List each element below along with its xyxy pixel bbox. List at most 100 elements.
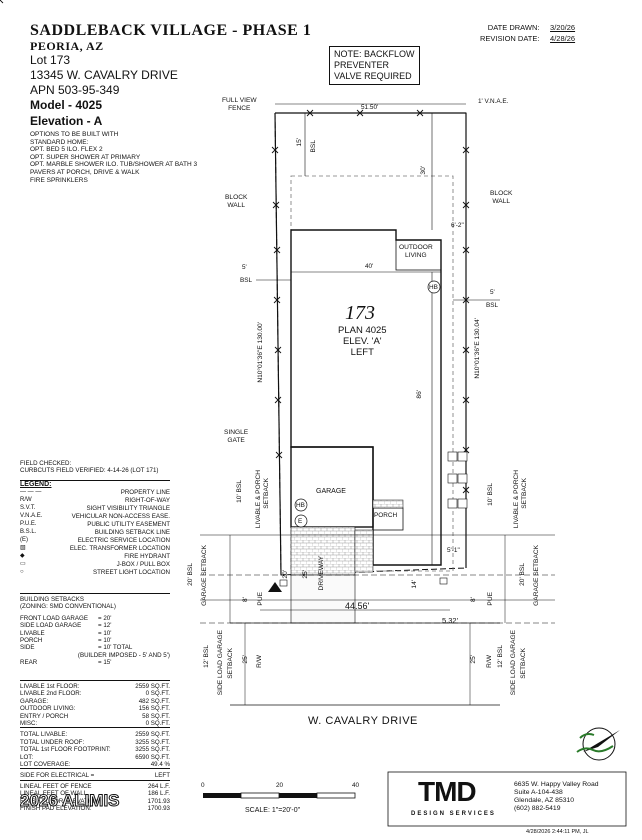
bsl-10-right: 10' BSL xyxy=(487,483,494,506)
dates-block: DATE DRAWN: 3/20/26 REVISION DATE: 4/28/… xyxy=(480,22,584,44)
setbacks-panel: BUILDING SETBACKS (ZONING: SMD CONVENTIO… xyxy=(20,593,170,667)
option-line: STANDARD HOME: xyxy=(30,138,89,146)
electric-service-icon: E xyxy=(298,518,303,525)
setback-row: FRONT LOAD GARAGE= 20' xyxy=(20,614,112,622)
right-side-5: 5' xyxy=(490,289,495,296)
dim-14: 14' xyxy=(411,580,418,589)
area-row: TOTAL LIVABLE:2559 SQ.FT. xyxy=(20,731,170,739)
dim-86: 86' xyxy=(416,390,423,399)
area-row: LOT COVERAGE:49.4 % xyxy=(20,761,170,769)
area-row: LIVABLE 2nd FLOOR:0 SQ.FT. xyxy=(20,690,170,698)
livable-porch-setback-right: LIVABLE & PORCH xyxy=(513,470,520,529)
company-subtitle: DESIGN SERVICES xyxy=(411,811,496,817)
bsl-12-left: 12' BSL xyxy=(203,645,210,668)
legend-item: ▧ELEC. TRANSFORMER LOCATION xyxy=(20,544,170,552)
garage-setback-right: GARAGE SETBACK xyxy=(533,545,540,606)
setbacks-zoning: (ZONING: SMD CONVENTIONAL) xyxy=(20,603,116,611)
porch-label: PORCH xyxy=(374,512,398,519)
bsl-10-left: 10' BSL xyxy=(236,480,243,503)
setback-row: (BUILDER IMPOSED - 5' AND 5') xyxy=(77,651,170,659)
option-line: PAVERS AT PORCH, DRIVE & WALK xyxy=(30,168,140,176)
legend-item: S.V.T.SIGHT VISIBILITY TRIANGLE xyxy=(20,504,170,512)
left-side-bsl: BSL xyxy=(240,277,253,284)
area-row: FINISH PAD ELEVATION:1700.93 xyxy=(20,805,170,813)
rear-setback-dim: 15' xyxy=(296,138,303,147)
bsl-12-right: 12' BSL xyxy=(497,645,504,668)
legend-item: B.S.L.BUILDING SETBACK LINE xyxy=(20,528,170,536)
setback-row: LIVABLE= 10' xyxy=(20,629,112,637)
dim-5-1: 5'-1" xyxy=(447,547,460,554)
field-checked: FIELD CHECKED: CURBCUTS FIELD VERIFIED: … xyxy=(20,460,159,475)
pue-right: PUE xyxy=(487,592,494,606)
bsl-20-right: 20' BSL xyxy=(519,563,526,586)
dim-6-2: 6'-2" xyxy=(451,222,464,229)
area-row: LIVABLE 1st FLOOR:2559 SQ.FT. xyxy=(20,683,170,690)
setback-word-left: SETBACK xyxy=(263,478,270,509)
dim-40: 40' xyxy=(365,263,374,270)
option-line: OPTIONS TO BE BUILT WITH xyxy=(30,131,119,138)
option-line: FIRE SPRINKLERS xyxy=(30,176,88,184)
rw-left: R/W xyxy=(256,655,263,668)
area-row: FINISH FLOOR ELEVATION:1701.93 xyxy=(20,797,170,805)
setback-word-lower-left: SETBACK xyxy=(227,648,234,679)
dim-25-right: 25' xyxy=(470,655,477,664)
lot-number: Lot 173 xyxy=(30,53,71,67)
area-row: OUTDOOR LIVING:156 SQ.FT. xyxy=(20,705,170,713)
scale-bar xyxy=(203,792,356,799)
right-bearing: N10°01'36"E 130.04' xyxy=(474,318,481,379)
scale-tick: 20 xyxy=(276,782,284,789)
legend-item: ◆FIRE HYDRANT xyxy=(20,552,170,560)
hose-bib-label: HB xyxy=(429,284,438,291)
legend-item: ○STREET LIGHT LOCATION xyxy=(20,568,170,576)
street-name: W. CAVALRY DRIVE xyxy=(308,715,418,727)
setbacks-title: BUILDING SETBACKS xyxy=(20,596,84,603)
backflow-note: NOTE: BACKFLOW PREVENTER VALVE REQUIRED xyxy=(329,46,420,85)
revision-date-value: 4/28/26 xyxy=(550,34,576,43)
area-row: TOTAL UNDER ROOF:3255 SQ.FT. xyxy=(20,738,170,746)
options-list: OPTIONS TO BE BUILT WITH STANDARD HOME: … xyxy=(30,131,197,184)
rear-bsl-label: BSL xyxy=(310,140,317,153)
option-line: OPT. MARBLE SHOWER ILO. TUB/SHOWER AT BA… xyxy=(30,161,198,169)
legend-item: P.U.E.PUBLIC UTILITY EASEMENT xyxy=(20,520,170,528)
scale-label: SCALE: 1"=20'-0" xyxy=(245,807,301,814)
dim-25: 25' xyxy=(302,570,309,579)
area-row: MISC:0 SQ.FT. xyxy=(20,720,170,728)
dim-5-32: 5.32' xyxy=(442,616,459,625)
electrical-row: SIDE FOR ELECTRICAL =LEFT xyxy=(20,772,170,780)
area-row: GARAGE:482 SQ.FT. xyxy=(20,697,170,705)
setback-row: REAR= 15' xyxy=(20,659,112,667)
model: Model - 4025 xyxy=(30,98,103,112)
side-load-setback-left: SIDE LOAD GARAGE xyxy=(217,630,224,696)
site-address: 13345 W. CAVALRY DRIVE xyxy=(30,68,178,82)
area-row: TOTAL 1st FLOOR FOOTPRINT:3255 SQ.FT. xyxy=(20,746,170,754)
top-width-dim: 51.50' xyxy=(361,104,379,111)
livable-porch-setback-left: LIVABLE & PORCH xyxy=(255,470,262,529)
overlay-text: 2026 ALIMIS xyxy=(20,791,121,811)
legend-item: ▭J-BOX / PULL BOX xyxy=(20,560,170,568)
driveway-label: DRIVEWAY xyxy=(318,556,325,591)
side-load-setback-right: SIDE LOAD GARAGE xyxy=(510,630,517,696)
city: PEORIA, AZ xyxy=(30,39,104,53)
left-bearing: N10°01'36"E 130.00' xyxy=(257,322,264,383)
company-logo: TMD xyxy=(418,776,477,807)
dim-25-left: 25' xyxy=(242,655,249,664)
legend-title: LEGEND: xyxy=(20,481,52,488)
north-arrow-icon xyxy=(576,727,620,761)
rw-right: R/W xyxy=(486,655,493,668)
legend-item: (E)ELECTRIC SERVICE LOCATION xyxy=(20,536,170,544)
vnae-label: 1' V.N.A.E. xyxy=(478,98,509,105)
right-side-bsl: BSL xyxy=(486,302,499,309)
area-row: LOT:6590 SQ.FT. xyxy=(20,753,170,761)
dim-44-56: 44.56' xyxy=(345,601,370,611)
